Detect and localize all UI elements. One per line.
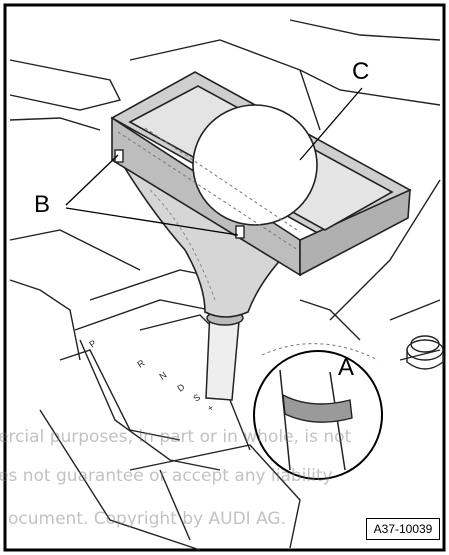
- label-a: A: [338, 354, 355, 381]
- watermark-line-2: es not guarantee or accept any liability: [0, 466, 333, 486]
- gear-indicator: P R N D S +: [87, 338, 215, 414]
- retaining-tabs: [114, 149, 245, 239]
- label-b: B: [34, 191, 51, 218]
- watermark-line-3: ocument. Copyright by AUDI AG.: [8, 509, 287, 529]
- shift-lever: [205, 309, 244, 401]
- svg-text:R: R: [135, 357, 146, 369]
- figure-number: A37-10039: [366, 518, 440, 540]
- boot-opening: [192, 104, 318, 226]
- rotary-knob: [406, 335, 444, 370]
- svg-text:N: N: [157, 370, 168, 382]
- svg-text:+: +: [205, 402, 215, 413]
- figure-frame: [3, 3, 446, 552]
- svg-text:P: P: [87, 338, 98, 350]
- svg-text:S: S: [191, 392, 202, 404]
- shift-boot: [117, 157, 302, 318]
- label-c: C: [352, 58, 370, 85]
- watermark-line-1: ercial purposes, in part or in whole, is…: [0, 427, 352, 447]
- svg-text:D: D: [175, 381, 186, 393]
- detail-magnifier: [253, 343, 383, 480]
- clamp-ring: [282, 393, 353, 423]
- boot-frame: [110, 71, 412, 277]
